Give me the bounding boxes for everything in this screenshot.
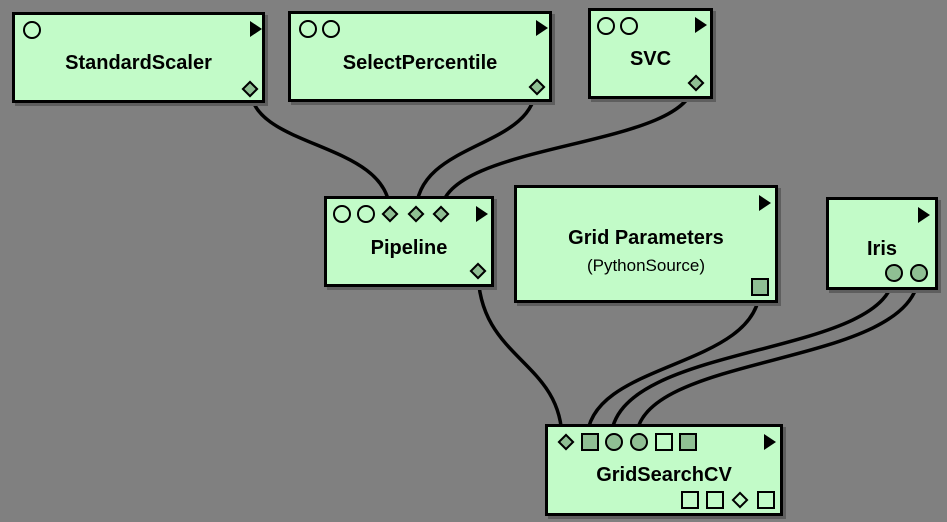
selectpercentile-input-port-2[interactable] <box>322 20 340 38</box>
gridsearchcv-output-port-4[interactable] <box>757 491 775 509</box>
module-standardscaler[interactable]: StandardScaler <box>12 12 265 103</box>
selectpercentile-title: SelectPercentile <box>342 52 498 74</box>
module-selectpercentile[interactable]: SelectPercentile <box>288 11 552 102</box>
pipeline-output-port[interactable] <box>469 262 487 280</box>
gridsearchcv-input-port-2[interactable] <box>581 433 599 451</box>
pipeline-input-port-a[interactable] <box>333 205 351 223</box>
wire-gridparameters-to-gridsearchcv[interactable] <box>585 286 762 441</box>
module-pipeline[interactable]: Pipeline <box>324 196 494 287</box>
pipeline-input-port-b[interactable] <box>357 205 375 223</box>
gridsearchcv-title: GridSearchCV <box>596 464 732 486</box>
selectpercentile-run-arrow-icon[interactable] <box>536 20 548 36</box>
gridsearchcv-input-port-6[interactable] <box>679 433 697 451</box>
gridsearchcv-input-port-1[interactable] <box>557 433 575 451</box>
gridparameters-title: Grid Parameters <box>568 227 724 249</box>
svc-title: SVC <box>629 48 672 70</box>
iris-run-arrow-icon[interactable] <box>918 207 930 223</box>
gridsearchcv-output-port-3[interactable] <box>731 491 749 509</box>
module-gridsearchcv[interactable]: GridSearchCV <box>545 424 783 516</box>
selectpercentile-input-port-1[interactable] <box>299 20 317 38</box>
module-iris[interactable]: Iris <box>826 197 938 290</box>
svc-input-port-2[interactable] <box>620 17 638 35</box>
standardscaler-output-port[interactable] <box>241 80 259 98</box>
svc-output-port[interactable] <box>687 74 705 92</box>
standardscaler-input-port[interactable] <box>23 21 41 39</box>
standardscaler-run-arrow-icon[interactable] <box>250 21 262 37</box>
wire-standardscaler-to-pipeline[interactable] <box>248 86 392 214</box>
gridsearchcv-output-port-2[interactable] <box>706 491 724 509</box>
svc-input-port-1[interactable] <box>597 17 615 35</box>
gridparameters-output-port[interactable] <box>751 278 769 296</box>
selectpercentile-output-port[interactable] <box>528 78 546 96</box>
module-gridparameters[interactable]: Grid Parameters (PythonSource) <box>514 185 778 303</box>
iris-output-port-2[interactable] <box>910 264 928 282</box>
gridsearchcv-run-arrow-icon[interactable] <box>764 434 776 450</box>
gridsearchcv-output-port-1[interactable] <box>681 491 699 509</box>
pipeline-input-port-2[interactable] <box>407 205 425 223</box>
svc-run-arrow-icon[interactable] <box>695 17 707 33</box>
pipeline-run-arrow-icon[interactable] <box>476 206 488 222</box>
gridparameters-subtitle: (PythonSource) <box>586 256 706 275</box>
module-svc[interactable]: SVC <box>588 8 713 99</box>
gridsearchcv-input-port-5[interactable] <box>655 433 673 451</box>
gridsearchcv-input-port-4[interactable] <box>630 433 648 451</box>
iris-title: Iris <box>866 238 898 260</box>
gridparameters-run-arrow-icon[interactable] <box>759 195 771 211</box>
iris-output-port-1[interactable] <box>885 264 903 282</box>
standardscaler-title: StandardScaler <box>65 52 212 74</box>
pipeline-title: Pipeline <box>370 237 448 259</box>
pipeline-input-port-3[interactable] <box>432 205 450 223</box>
pipeline-input-port-1[interactable] <box>381 205 399 223</box>
gridsearchcv-input-port-3[interactable] <box>605 433 623 451</box>
